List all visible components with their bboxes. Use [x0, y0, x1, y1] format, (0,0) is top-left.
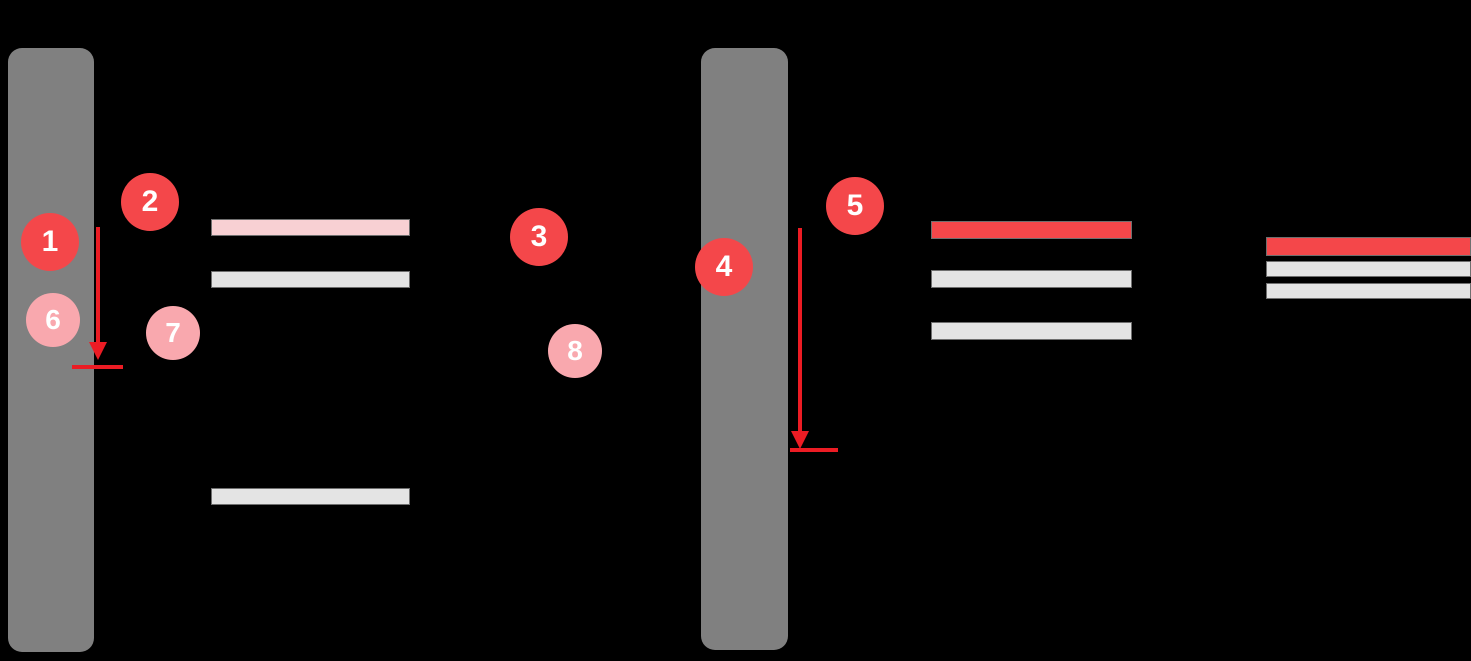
bar-b3 [931, 322, 1132, 340]
left-drop-arrow-line [96, 227, 100, 345]
marker-3[interactable]: 3 [510, 208, 568, 266]
marker-4[interactable]: 4 [695, 238, 753, 296]
right-drop-arrow-arrowhead-icon [791, 431, 809, 449]
bar-c1 [1266, 237, 1471, 256]
bar-a2 [211, 271, 410, 288]
marker-5[interactable]: 5 [826, 177, 884, 235]
right-panel-column [701, 48, 788, 650]
bar-a1 [211, 219, 410, 236]
left-panel-column [8, 48, 94, 652]
marker-2[interactable]: 2 [121, 173, 179, 231]
left-drop-arrow-baseline [72, 365, 123, 369]
bar-b1 [931, 221, 1132, 239]
bar-a3 [211, 488, 410, 505]
left-drop-arrow-arrowhead-icon [89, 342, 107, 360]
marker-8[interactable]: 8 [548, 324, 602, 378]
right-drop-arrow-baseline [790, 448, 838, 452]
bar-c3 [1266, 283, 1471, 299]
bar-c2 [1266, 261, 1471, 277]
marker-6[interactable]: 6 [26, 293, 80, 347]
marker-7[interactable]: 7 [146, 306, 200, 360]
marker-1[interactable]: 1 [21, 213, 79, 271]
right-drop-arrow-line [798, 228, 802, 434]
bar-b2 [931, 270, 1132, 288]
